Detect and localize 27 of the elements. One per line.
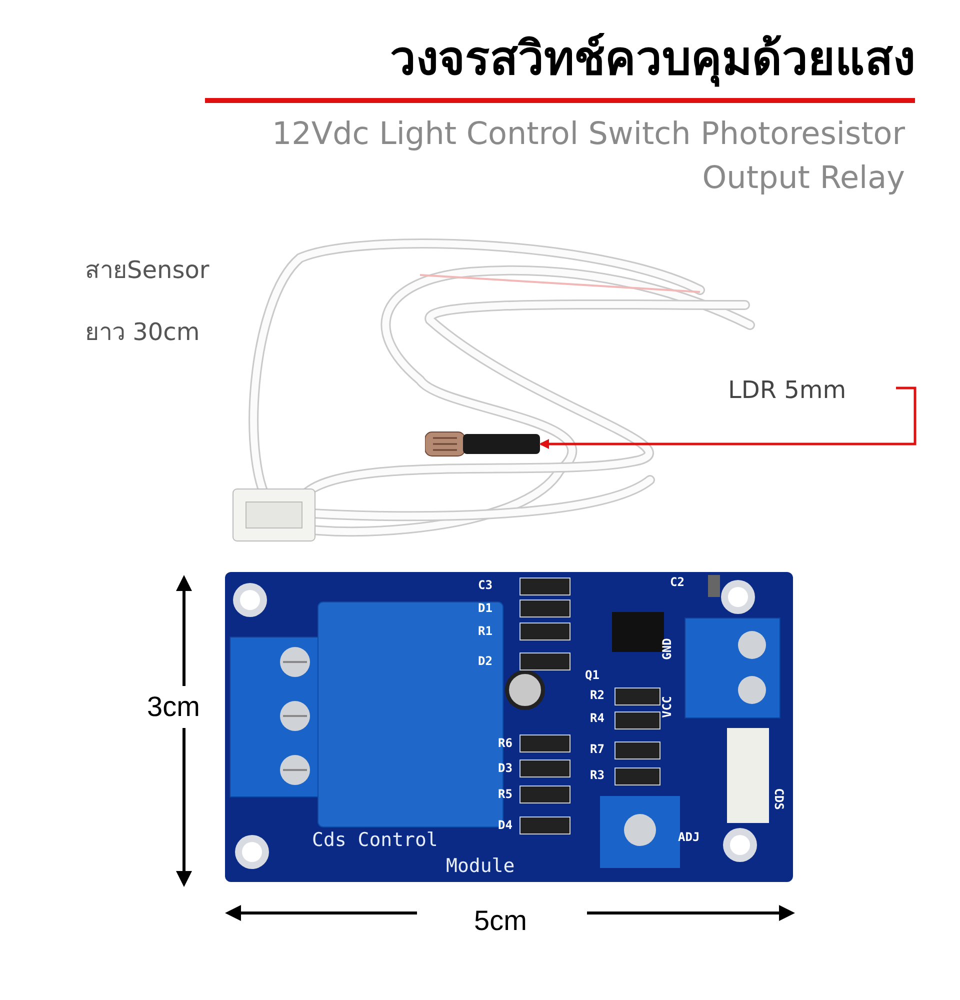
ldr-sensor-drawing: [425, 430, 540, 458]
silkscreen-label: R3: [590, 767, 604, 784]
silkscreen-label: R7: [590, 741, 604, 758]
silkscreen-label: GND: [658, 638, 675, 660]
silkscreen-label: ADJ: [678, 829, 700, 846]
silkscreen-label: D4: [498, 817, 512, 834]
silkscreen-label: C3: [478, 577, 492, 594]
silkscreen-label: Q1: [585, 667, 600, 684]
silkscreen-label: R5: [498, 786, 512, 803]
silkscreen-label: VCC: [658, 696, 675, 718]
silkscreen-label: Cds Control: [312, 828, 438, 853]
silkscreen-label: D2: [478, 653, 492, 670]
silkscreen-label: D3: [498, 760, 512, 777]
leader-line: [539, 386, 916, 449]
silkscreen-label: R1: [478, 623, 492, 640]
annotation-label: สายSensor: [85, 255, 210, 286]
silkscreen-label: R4: [590, 710, 604, 727]
silkscreen-label: CDS: [770, 788, 787, 810]
silkscreen-label: C2: [670, 574, 684, 591]
silkscreen-label: R2: [590, 687, 604, 704]
silkscreen-label: R6: [498, 735, 512, 752]
callout-label: LDR 5mm: [728, 372, 846, 408]
subtitle: 12Vdc Light Control Switch Photoresistor Output Relay: [270, 115, 905, 198]
annotation-label: ยาว 30cm: [85, 317, 200, 348]
silkscreen-label: D1: [478, 600, 492, 617]
title: วงจรสวิทช์ควบคุมด้วยแสง: [390, 30, 915, 88]
silkscreen-label: Module: [446, 854, 515, 879]
